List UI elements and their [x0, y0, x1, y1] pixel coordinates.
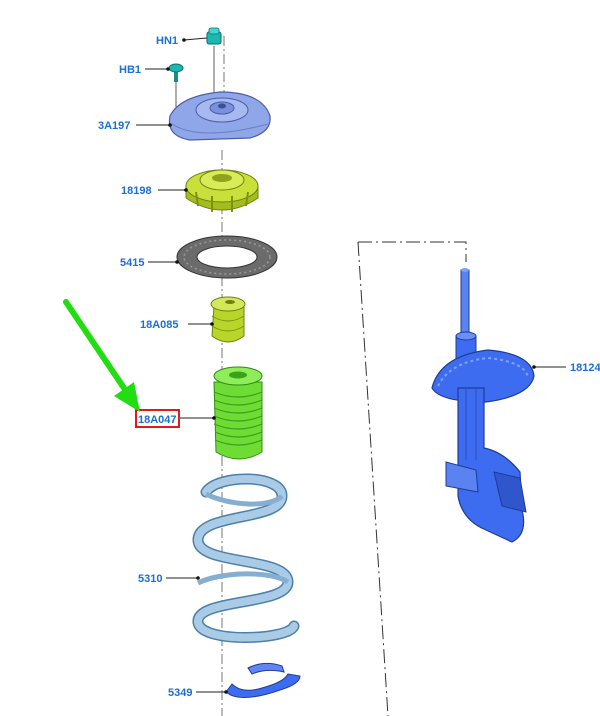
- label-5415[interactable]: 5415: [120, 257, 144, 269]
- label-hb1[interactable]: HB1: [119, 64, 141, 76]
- highlight-box: [135, 409, 180, 428]
- label-18a047[interactable]: 18A047: [138, 414, 177, 426]
- strut-assembly[interactable]: [431, 268, 535, 543]
- label-5310[interactable]: 5310: [138, 573, 162, 585]
- leader-lines: [136, 37, 566, 693]
- label-18198[interactable]: 18198: [121, 185, 152, 197]
- label-hn1[interactable]: HN1: [156, 35, 178, 47]
- hn1-nut[interactable]: [206, 27, 222, 100]
- spring-insulator[interactable]: [225, 662, 301, 698]
- label-18124[interactable]: 18124: [570, 362, 600, 374]
- label-18a085[interactable]: 18A085: [140, 319, 179, 331]
- label-3a197[interactable]: 3A197: [98, 120, 130, 132]
- top-mount[interactable]: [168, 91, 271, 141]
- assembly-boundary: [357, 241, 467, 716]
- coil-spring[interactable]: [192, 473, 300, 643]
- dust-boot[interactable]: [213, 366, 263, 460]
- bump-stop[interactable]: [210, 296, 246, 343]
- pointer-arrow: [63, 299, 140, 412]
- strut-bearing[interactable]: [185, 169, 259, 212]
- leader-dots: [166, 38, 536, 694]
- label-5349[interactable]: 5349: [168, 687, 192, 699]
- spring-seat[interactable]: [176, 235, 278, 279]
